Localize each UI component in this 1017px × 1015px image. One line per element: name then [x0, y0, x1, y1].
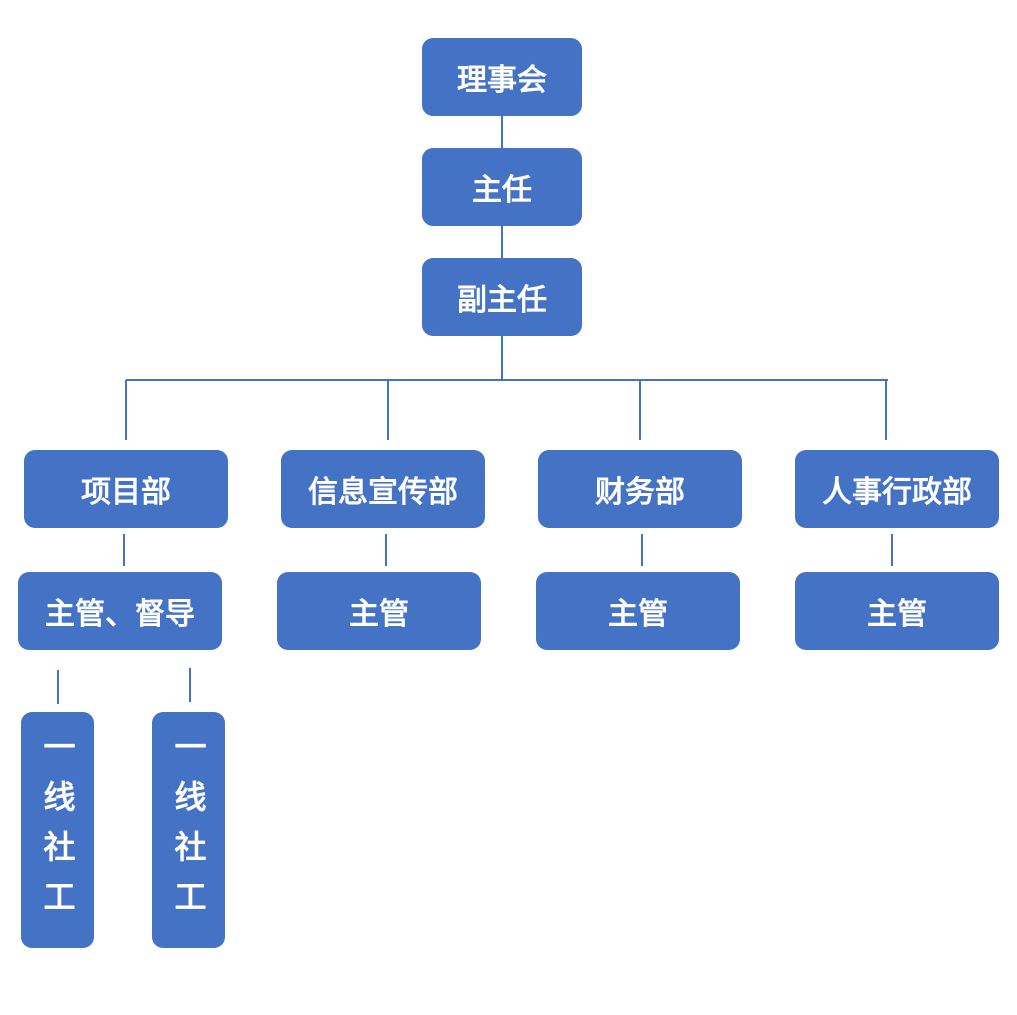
- node-dept-finance: 财务部: [538, 450, 742, 528]
- node-dept-project: 项目部: [24, 450, 228, 528]
- node-director-label: 主任: [472, 173, 532, 208]
- node-dept-info-label: 信息宣传部: [308, 475, 458, 510]
- node-deputy-director-label: 副主任: [457, 283, 547, 318]
- node-finance-supervisor-label: 主管: [608, 597, 668, 632]
- node-board-label: 理事会: [457, 63, 547, 98]
- node-info-supervisor: 主管: [277, 572, 481, 650]
- node-director: 主任: [422, 148, 582, 226]
- node-hr-supervisor-label: 主管: [867, 597, 927, 632]
- node-info-supervisor-label: 主管: [349, 597, 409, 632]
- node-board: 理事会: [422, 38, 582, 116]
- node-dept-finance-label: 财务部: [595, 475, 685, 510]
- node-hr-supervisor: 主管: [795, 572, 999, 650]
- node-frontline-worker-1: 一线社工: [21, 712, 94, 948]
- node-finance-supervisor: 主管: [536, 572, 740, 650]
- node-frontline-worker-2: 一线社工: [152, 712, 225, 948]
- node-project-supervisor-label: 主管、督导: [45, 597, 195, 632]
- node-dept-info: 信息宣传部: [281, 450, 485, 528]
- node-dept-hr-label: 人事行政部: [822, 475, 972, 510]
- node-frontline-worker-2-label: 一线社工: [169, 730, 208, 930]
- node-frontline-worker-1-label: 一线社工: [38, 730, 77, 930]
- node-project-supervisor: 主管、督导: [18, 572, 222, 650]
- node-dept-hr: 人事行政部: [795, 450, 999, 528]
- node-deputy-director: 副主任: [422, 258, 582, 336]
- node-dept-project-label: 项目部: [81, 475, 171, 510]
